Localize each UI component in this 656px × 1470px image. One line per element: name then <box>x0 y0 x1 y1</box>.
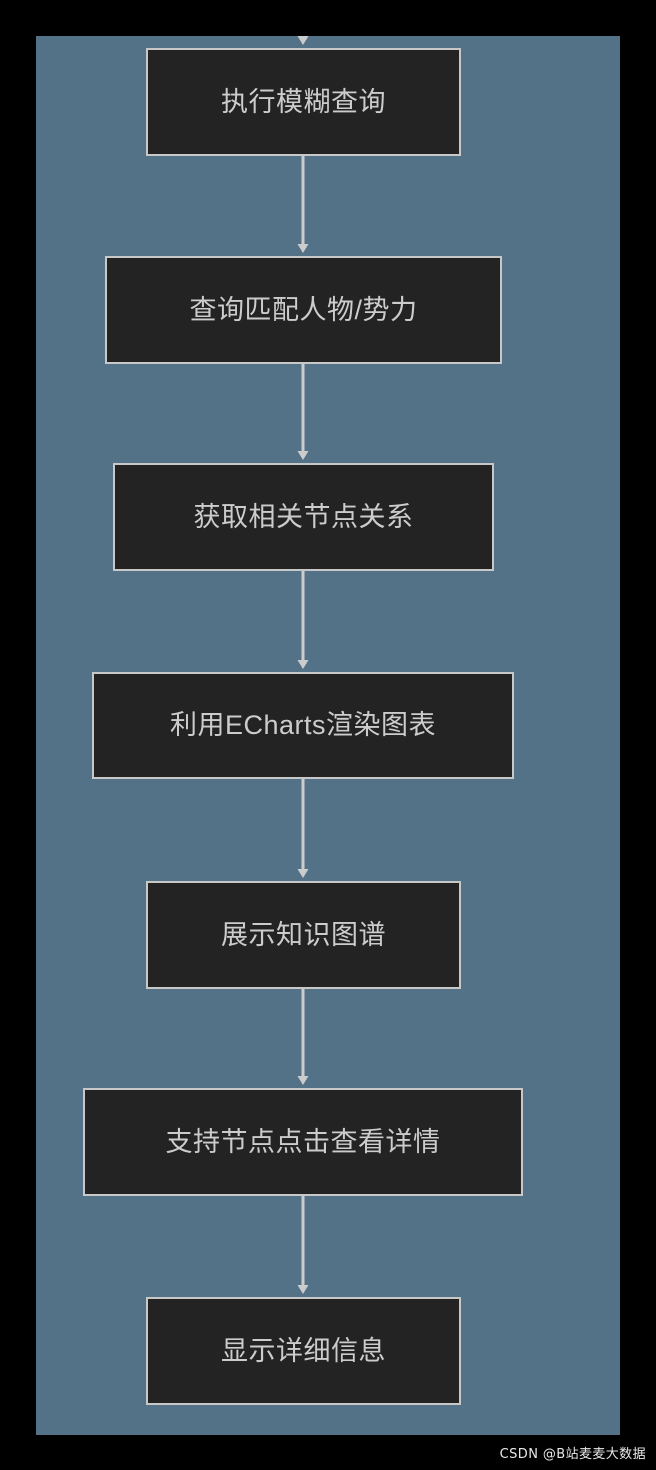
flow-node-execute-fuzzy-query[interactable]: 执行模糊查询 <box>146 48 461 156</box>
connector-n5-to-n6 <box>297 1196 309 1294</box>
flow-node-query-match-person-faction[interactable]: 查询匹配人物/势力 <box>105 256 502 364</box>
connector-n3-to-n4 <box>297 779 309 878</box>
connector-n1-to-n2 <box>297 364 309 460</box>
flow-node-label: 显示详细信息 <box>221 1335 386 1366</box>
flow-node-fetch-related-node-relations[interactable]: 获取相关节点关系 <box>113 463 494 571</box>
watermark: CSDN @B站麦麦大数据 <box>499 1447 646 1462</box>
connector-n2-to-n3 <box>297 571 309 669</box>
flow-node-show-detailed-info[interactable]: 显示详细信息 <box>146 1297 461 1405</box>
connector-n4-to-n5 <box>297 989 309 1085</box>
flow-node-label: 获取相关节点关系 <box>193 501 414 532</box>
flow-node-support-node-click-details[interactable]: 支持节点点击查看详情 <box>83 1088 523 1196</box>
flow-node-display-knowledge-graph[interactable]: 展示知识图谱 <box>146 881 461 989</box>
flow-node-label: 利用ECharts渲染图表 <box>169 710 437 741</box>
connector-n0-to-n1 <box>297 156 309 253</box>
flow-node-label: 支持节点点击查看详情 <box>165 1126 441 1157</box>
flow-node-render-chart-with-echarts[interactable]: 利用ECharts渲染图表 <box>92 672 514 779</box>
flow-node-label: 查询匹配人物/势力 <box>189 294 418 325</box>
flow-node-label: 执行模糊查询 <box>221 86 386 117</box>
flow-node-label: 展示知识图谱 <box>221 919 386 950</box>
flowchart-canvas: 执行模糊查询 查询匹配人物/势力 获取相关节点关系 利用ECharts渲染图表 … <box>36 36 620 1435</box>
connector-entry-to-n0 <box>297 36 309 45</box>
